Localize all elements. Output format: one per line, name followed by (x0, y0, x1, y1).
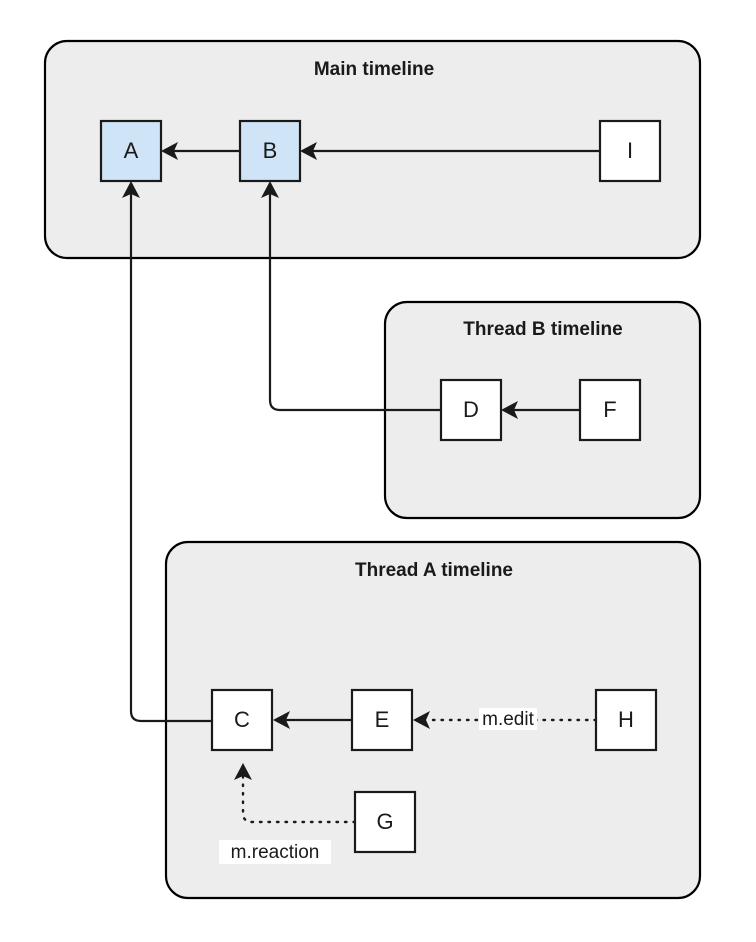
edge-I-to-B (300, 142, 600, 160)
edge-line-dotted (241, 774, 357, 824)
arrowhead-icon (122, 181, 140, 198)
edge-F-to-D (501, 401, 580, 419)
edge-label-background (219, 840, 331, 864)
event-node-label: E (375, 707, 390, 732)
event-node-I[interactable]: I (598, 119, 662, 183)
arrowhead-icon (234, 763, 252, 780)
edge-E-to-C (273, 711, 352, 729)
event-node-label: F (603, 397, 616, 422)
edge-label-text: m.reaction (231, 842, 320, 863)
event-node-E[interactable]: E (350, 688, 414, 752)
event-node-label: I (627, 138, 633, 163)
event-node-H[interactable]: H (594, 688, 658, 752)
event-node-label: H (618, 707, 634, 732)
event-node-label: G (376, 809, 393, 834)
event-node-G[interactable]: G (353, 790, 417, 854)
edge-labels: m.edit m.reaction (219, 708, 537, 864)
event-nodes: A B I D F C E H G (99, 119, 662, 854)
event-node-box[interactable] (353, 790, 417, 854)
event-node-box[interactable] (598, 119, 662, 183)
event-node-F[interactable]: F (578, 378, 642, 442)
arrowhead-icon (161, 142, 178, 160)
event-node-label: C (234, 707, 250, 732)
timeline-group-box (43, 39, 702, 260)
event-node-A[interactable]: A (99, 119, 163, 183)
timeline-group-title: Thread A timeline (355, 560, 513, 581)
event-node-box[interactable] (350, 688, 414, 752)
edge-G-to-C (234, 763, 357, 824)
event-node-box[interactable] (210, 688, 274, 752)
event-node-label: D (463, 397, 479, 422)
timeline-group-title: Thread B timeline (463, 319, 622, 340)
edge-label-background (479, 708, 537, 730)
event-node-C[interactable]: C (210, 688, 274, 752)
arrowhead-icon (501, 401, 518, 419)
event-node-box[interactable] (439, 378, 503, 442)
event-node-B[interactable]: B (238, 119, 302, 183)
edge-label-G-to-C: m.reaction (219, 840, 331, 864)
edge-label-H-to-E: m.edit (479, 708, 537, 730)
edge-line-solid (268, 192, 441, 412)
event-node-D[interactable]: D (439, 378, 503, 442)
arrowhead-icon (273, 711, 290, 729)
event-node-label: B (263, 138, 278, 163)
edge-line-solid (129, 192, 212, 723)
edge-C-to-A (122, 181, 212, 723)
event-node-box[interactable] (99, 119, 163, 183)
event-node-box[interactable] (238, 119, 302, 183)
event-node-box[interactable] (578, 378, 642, 442)
edge-label-text: m.edit (482, 709, 534, 730)
edge-B-to-A (161, 142, 240, 160)
arrowhead-icon (300, 142, 317, 160)
arrowhead-icon (413, 711, 430, 729)
arrowhead-icon (261, 181, 279, 198)
timeline-group-title: Main timeline (314, 59, 434, 80)
event-node-label: A (124, 138, 139, 163)
edge-D-to-B (261, 181, 441, 412)
event-node-box[interactable] (594, 688, 658, 752)
timeline-group-main: Main timeline (43, 39, 702, 260)
